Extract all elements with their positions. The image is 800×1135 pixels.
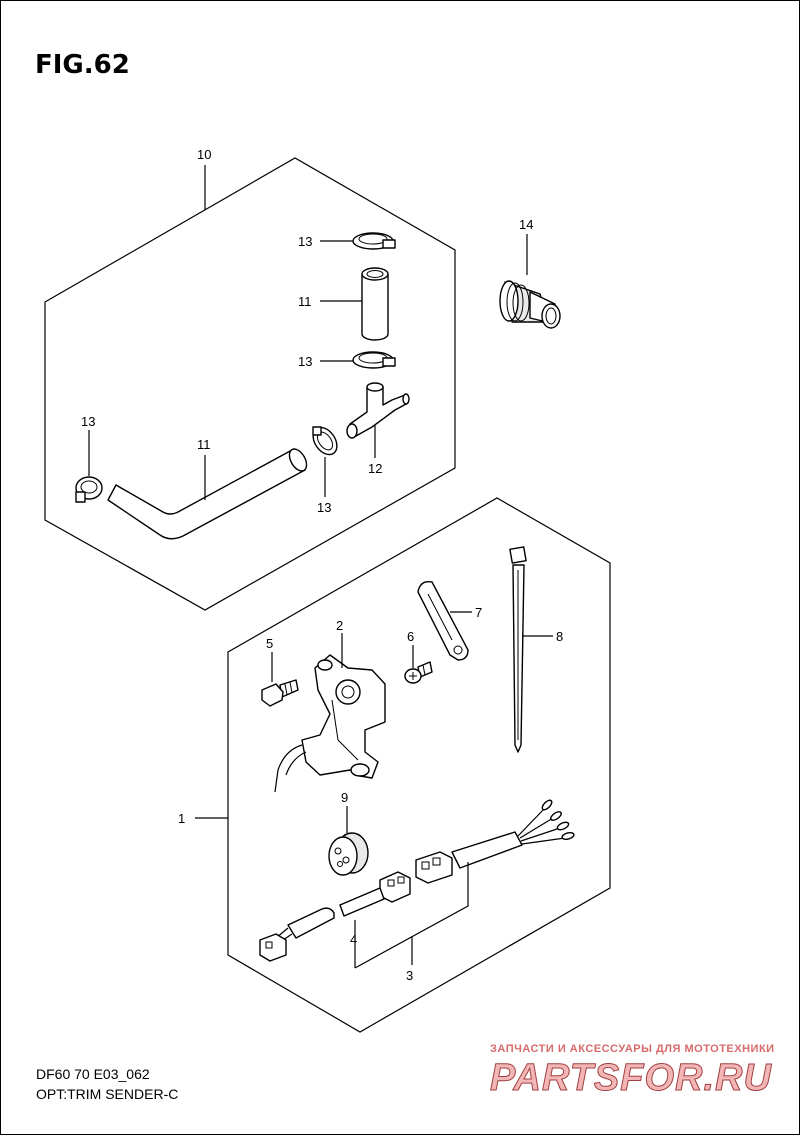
watermark-subtitle: ЗАПЧАСТИ И АКСЕССУАРЫ ДЛЯ МОТОТЕХНИКИ	[490, 1043, 775, 1055]
callout-14: 14	[519, 217, 533, 232]
watermark-brand: PARTSFOR.RU	[490, 1057, 772, 1099]
callout-11-bottom: 11	[197, 437, 211, 452]
hose-clamp-top	[352, 232, 396, 250]
callout-13-right: 13	[317, 500, 331, 515]
cable-clip	[417, 581, 469, 661]
callout-6: 6	[407, 629, 414, 644]
group-outline-10	[44, 157, 456, 611]
tee-joint	[346, 382, 410, 439]
callout-10: 10	[197, 147, 211, 162]
callout-12: 12	[368, 461, 382, 476]
cable-tie	[509, 546, 527, 753]
callout-1: 1	[178, 811, 185, 826]
callout-4: 4	[350, 932, 357, 947]
hose-short	[361, 267, 389, 341]
callout-9: 9	[341, 790, 348, 805]
screw	[404, 661, 433, 684]
callout-7: 7	[475, 605, 482, 620]
wire-grommet	[328, 832, 369, 876]
group-outline-1	[227, 497, 611, 1033]
callout-13-mid: 13	[298, 354, 312, 369]
callout-13-top: 13	[298, 234, 312, 249]
hose-clamp-right	[312, 426, 338, 456]
rubber-grommet	[499, 280, 561, 329]
hose-clamp-middle	[352, 351, 396, 369]
bracket-3	[354, 862, 469, 969]
hose-clamp-left	[75, 476, 103, 503]
callout-3: 3	[406, 968, 413, 983]
callout-11-top: 11	[298, 294, 312, 309]
callout-5: 5	[266, 636, 273, 651]
diagram-code: DF60 70 E03_062	[36, 1066, 150, 1082]
callout-2: 2	[336, 618, 343, 633]
hose-long	[107, 448, 308, 540]
bolt	[261, 679, 299, 707]
callout-13-left: 13	[81, 414, 95, 429]
diagram-name: OPT:TRIM SENDER-C	[36, 1086, 178, 1102]
callout-8: 8	[556, 629, 563, 644]
extension-harness	[259, 871, 411, 962]
figure-title: FIG.62	[35, 50, 130, 80]
wire-harness	[415, 799, 575, 884]
trim-sender	[274, 654, 386, 793]
watermark: ЗАПЧАСТИ И АКСЕССУАРЫ ДЛЯ МОТОТЕХНИКИ PA…	[490, 1043, 775, 1100]
